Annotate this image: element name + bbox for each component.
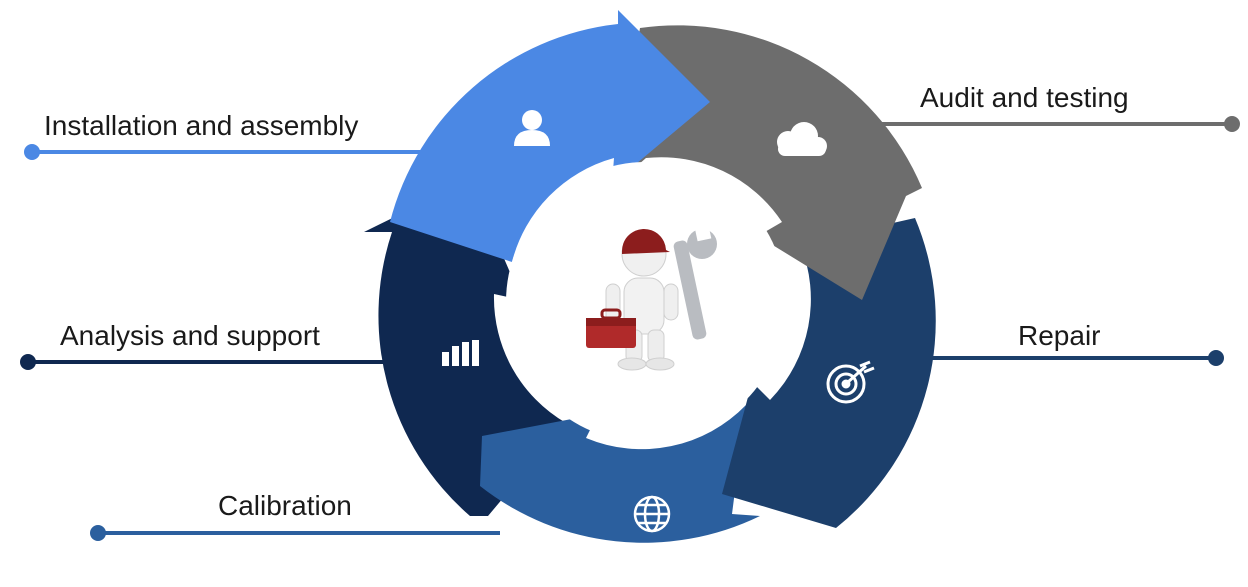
segment-calibration: [480, 405, 760, 543]
connector-audit: [860, 116, 1240, 132]
label-calibration: Calibration: [218, 490, 352, 521]
label-installation-and-assembly: Installation and assembly: [44, 110, 359, 141]
target-icon: [826, 360, 875, 404]
bar-chart-icon: [442, 340, 479, 366]
segment-repair: [722, 218, 936, 528]
mechanic-icon: [586, 224, 717, 371]
segment-installation: [390, 10, 710, 262]
globe-icon: [633, 495, 671, 533]
connector-repair: [920, 350, 1224, 366]
user-icon: [514, 110, 550, 146]
connector-calibration: [90, 525, 500, 541]
label-repair: Repair: [1018, 320, 1101, 351]
connector-installation: [24, 144, 432, 160]
label-audit-and-testing: Audit and testing: [920, 82, 1129, 113]
label-analysis-and-support: Analysis and support: [60, 320, 320, 351]
connector-analysis: [20, 354, 386, 370]
cloud-icon: [777, 122, 827, 156]
